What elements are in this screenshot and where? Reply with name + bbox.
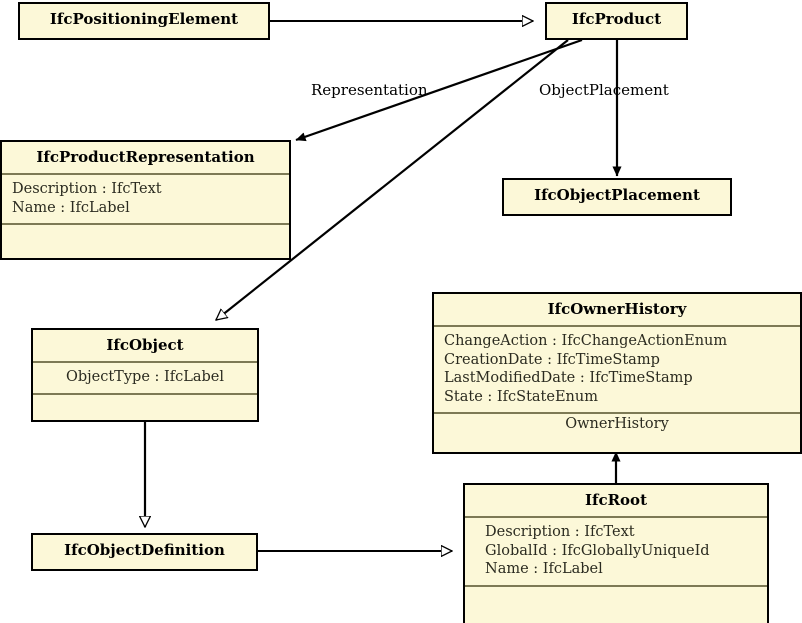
attribute-row: ChangeAction : IfcChangeActionEnum <box>444 333 728 350</box>
class-operations-ifc-owner-history: OwnerHistory <box>434 412 800 435</box>
class-box-ifc-object[interactable]: IfcObject ObjectType : IfcLabel <box>31 328 259 422</box>
attribute-row: LastModifiedDate : IfcTimeStamp <box>444 370 693 387</box>
edge-label-object-placement: ObjectPlacement <box>539 81 669 99</box>
class-box-ifc-object-placement[interactable]: IfcObjectPlacement <box>502 178 732 216</box>
attribute-row: ObjectType : IfcLabel <box>65 369 224 386</box>
class-attributes-ifc-object: ObjectType : IfcLabel <box>33 361 257 393</box>
class-title-ifc-owner-history: IfcOwnerHistory <box>547 300 687 318</box>
class-attributes-ifc-root: Description : IfcText GlobalId : IfcGlob… <box>465 516 767 585</box>
class-title-ifc-object: IfcObject <box>106 336 184 354</box>
attribute-row: Name : IfcLabel <box>485 561 603 578</box>
attribute-row: State : IfcStateEnum <box>444 388 598 405</box>
class-title-ifc-product: IfcProduct <box>571 10 662 28</box>
class-operations-ifc-object <box>33 392 257 415</box>
class-title-ifc-object-definition: IfcObjectDefinition <box>64 541 225 559</box>
class-box-ifc-positioning-element[interactable]: IfcPositioningElement <box>18 2 270 40</box>
class-box-ifc-object-definition[interactable]: IfcObjectDefinition <box>31 533 258 571</box>
class-box-ifc-product[interactable]: IfcProduct <box>545 2 688 40</box>
attribute-row: Description : IfcText <box>12 181 162 198</box>
attribute-row: Name : IfcLabel <box>12 199 130 216</box>
class-operations-ifc-root <box>465 584 767 607</box>
class-title-ifc-product-representation: IfcProductRepresentation <box>36 148 255 166</box>
attribute-row: CreationDate : IfcTimeStamp <box>444 351 660 368</box>
class-box-ifc-root[interactable]: IfcRoot Description : IfcText GlobalId :… <box>463 483 769 623</box>
class-title-ifc-root: IfcRoot <box>584 491 647 509</box>
class-title-ifc-object-placement: IfcObjectPlacement <box>534 186 700 204</box>
attribute-row: Description : IfcText <box>485 524 635 541</box>
class-title-ifc-positioning-element: IfcPositioningElement <box>49 10 239 28</box>
class-box-ifc-owner-history[interactable]: IfcOwnerHistory ChangeAction : IfcChange… <box>432 292 802 454</box>
class-operations-ifc-product-representation <box>2 223 289 245</box>
class-attributes-ifc-owner-history: ChangeAction : IfcChangeActionEnum Creat… <box>434 325 800 412</box>
edge-label-representation: Representation <box>311 81 428 99</box>
class-attributes-ifc-product-representation: Description : IfcText Name : IfcLabel <box>2 173 289 223</box>
class-box-ifc-product-representation[interactable]: IfcProductRepresentation Description : I… <box>0 140 291 260</box>
attribute-row: GlobalId : IfcGloballyUniqueId <box>485 542 710 559</box>
